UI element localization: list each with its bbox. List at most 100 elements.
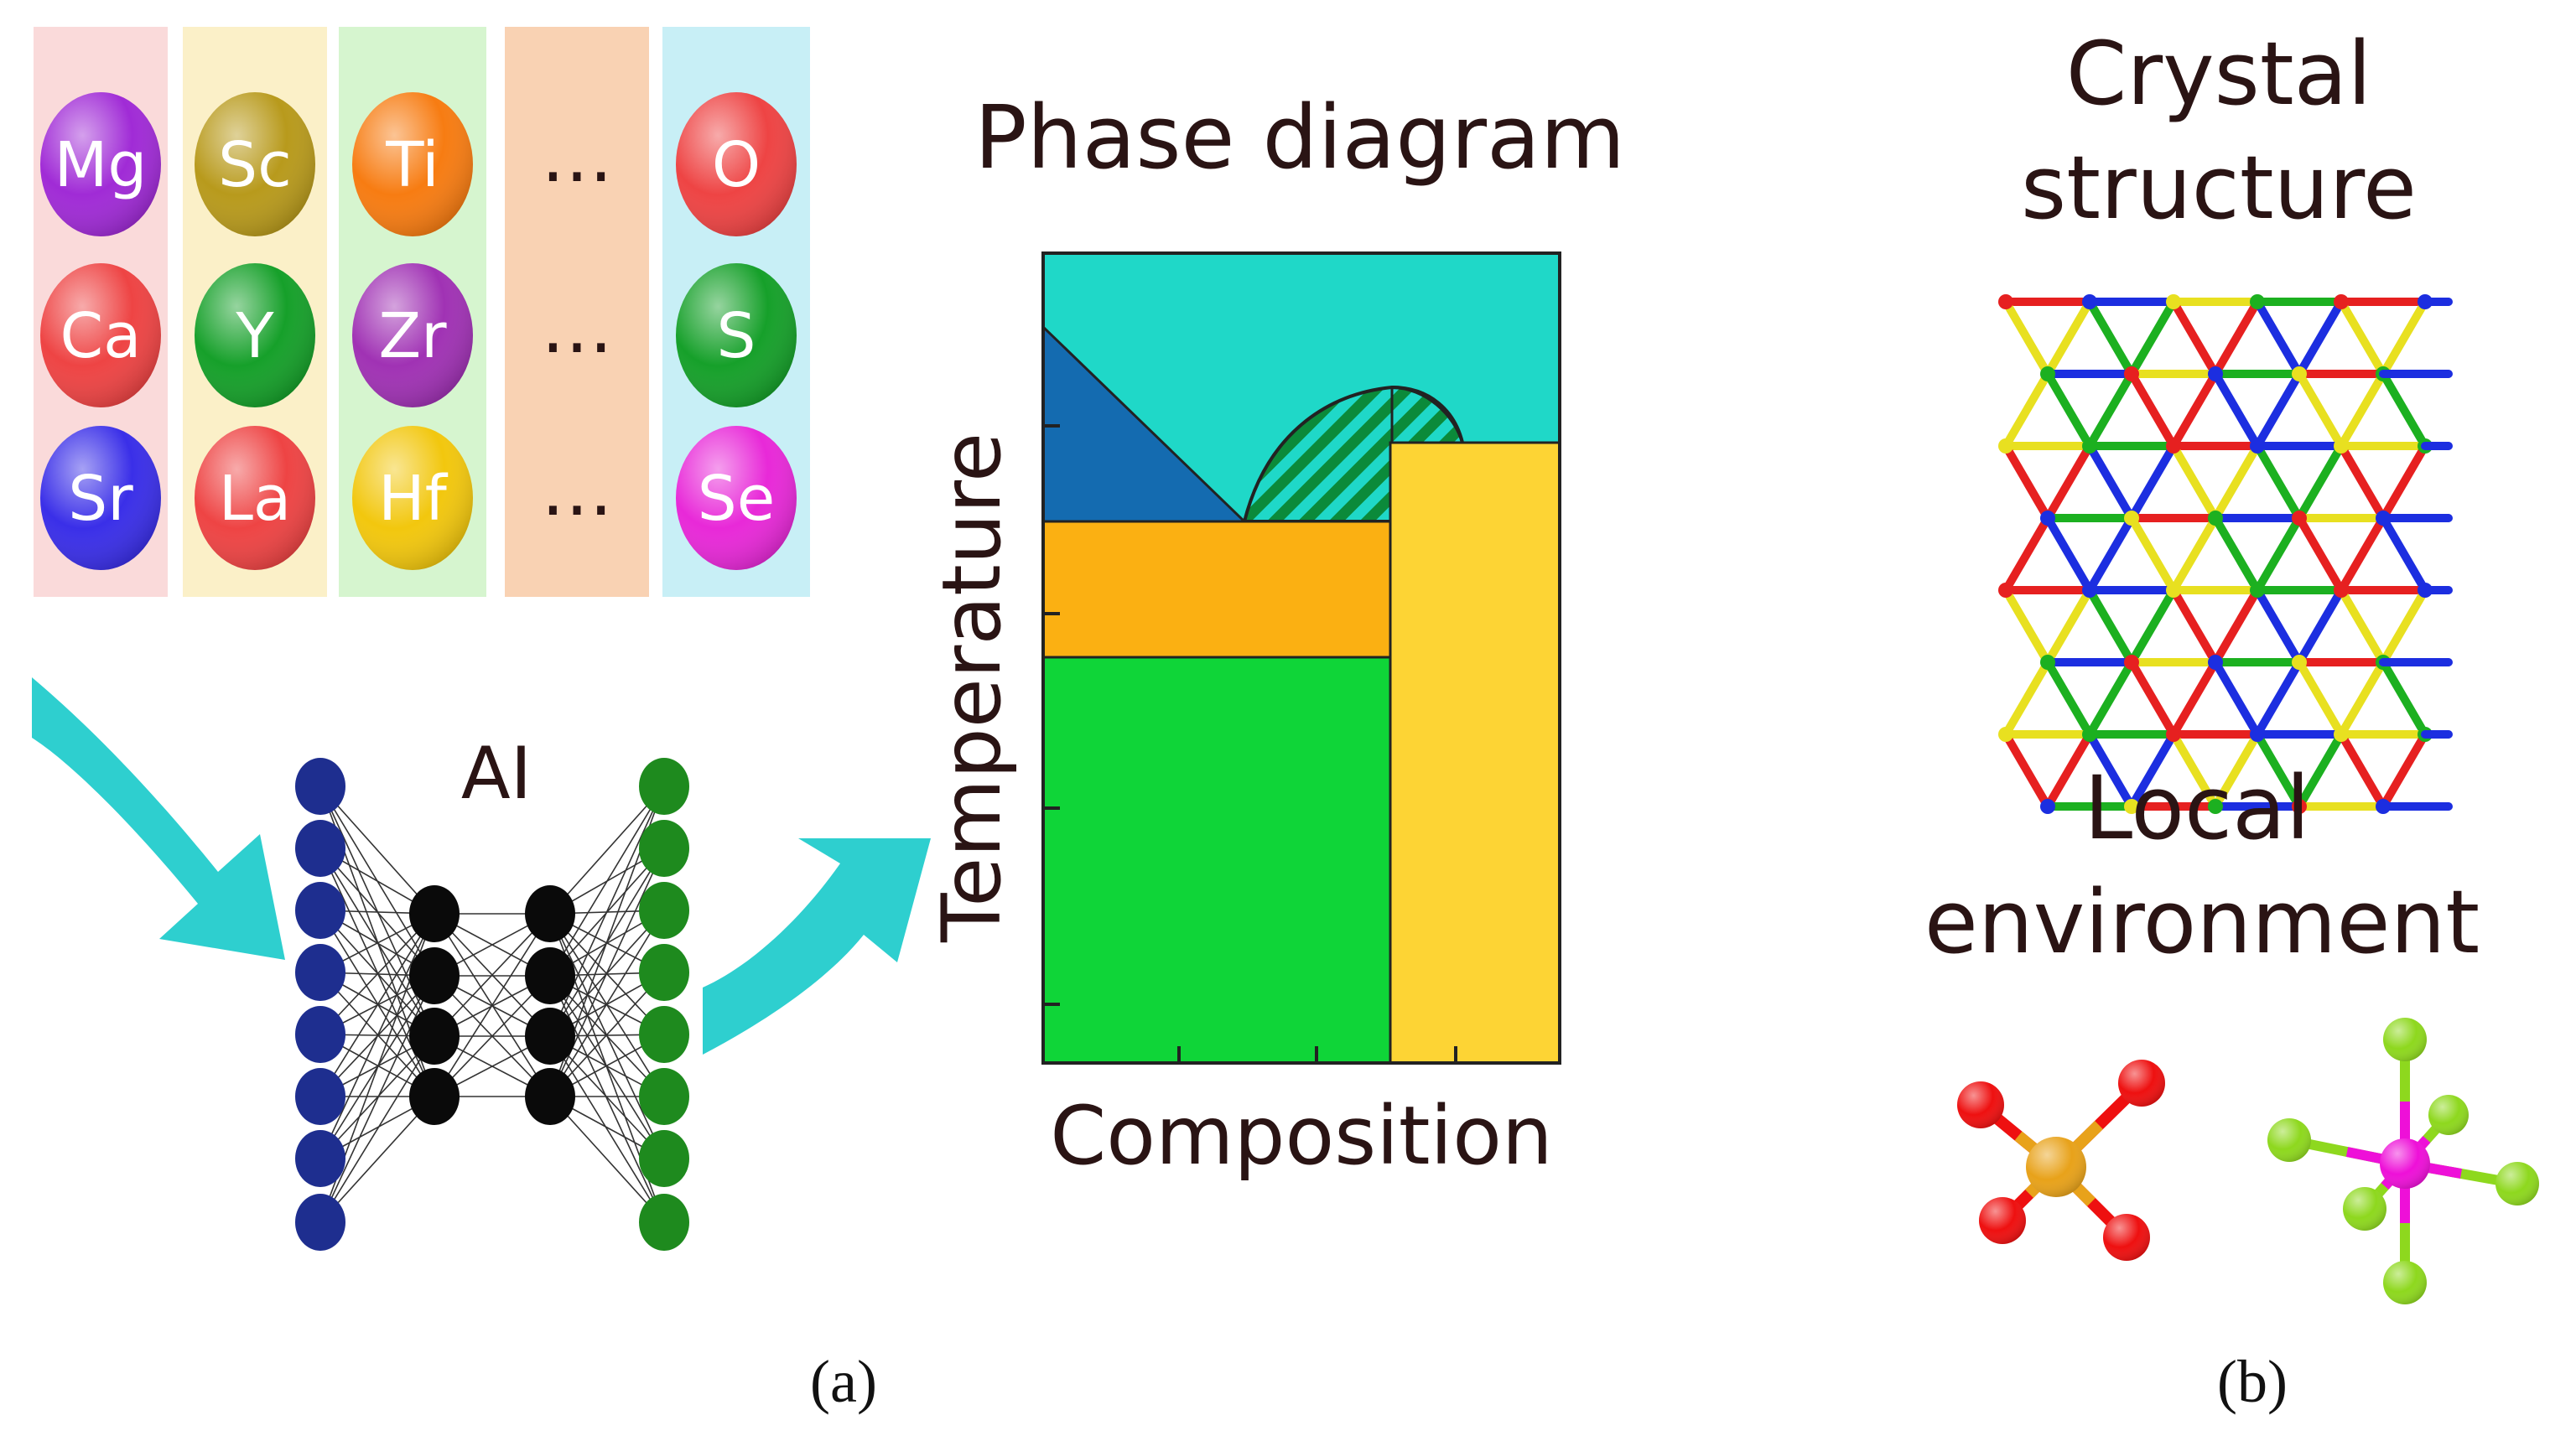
hidden-node bbox=[409, 885, 460, 942]
hidden-node bbox=[525, 947, 575, 1004]
input-node bbox=[295, 1194, 345, 1251]
ellipsis: … bbox=[541, 448, 613, 532]
input-node bbox=[295, 820, 345, 877]
lattice-atom bbox=[2208, 366, 2223, 381]
lattice-atom bbox=[2292, 511, 2307, 526]
lattice-atom bbox=[2250, 438, 2265, 454]
element-group-column bbox=[505, 27, 649, 597]
lattice-atom bbox=[2166, 294, 2181, 309]
element-symbol: Hf bbox=[378, 463, 449, 535]
lattice-atom bbox=[2208, 655, 2223, 670]
hidden-node bbox=[409, 947, 460, 1004]
element-symbol: Ti bbox=[385, 129, 439, 201]
hidden-node bbox=[525, 885, 575, 942]
output-node bbox=[639, 758, 689, 815]
lattice-atom bbox=[2292, 655, 2307, 670]
x-axis-label: Composition bbox=[1050, 1089, 1553, 1183]
lattice-atom bbox=[2166, 583, 2181, 598]
lattice-atom bbox=[2124, 655, 2139, 670]
lattice-atom bbox=[2292, 799, 2307, 814]
element-symbol: Zr bbox=[378, 300, 447, 372]
output-node bbox=[639, 882, 689, 939]
crystal-title-line2: structure bbox=[2021, 137, 2417, 239]
orange-region bbox=[1041, 520, 1392, 659]
lattice-atom bbox=[2124, 366, 2139, 381]
lattice-atom bbox=[1998, 727, 2013, 742]
input-node bbox=[295, 944, 345, 1001]
hidden-node bbox=[409, 1008, 460, 1065]
local-title-line1: Local bbox=[2084, 757, 2310, 859]
lattice-atom bbox=[2250, 583, 2265, 598]
output-node bbox=[639, 1194, 689, 1251]
lattice-atom bbox=[2124, 511, 2139, 526]
hidden-node bbox=[409, 1068, 460, 1125]
element-symbol: Y bbox=[235, 300, 274, 372]
ellipsis: … bbox=[541, 115, 613, 199]
input-node bbox=[295, 1068, 345, 1125]
hidden-node bbox=[525, 1068, 575, 1125]
plot-frame bbox=[1041, 251, 1561, 1065]
element-symbol: S bbox=[717, 300, 756, 372]
output-node bbox=[639, 1068, 689, 1125]
network-connections bbox=[319, 785, 665, 1223]
neural-network bbox=[295, 758, 689, 1251]
output-node bbox=[639, 1130, 689, 1187]
lattice-atom bbox=[2334, 583, 2349, 598]
input-node bbox=[295, 882, 345, 939]
ellipsis: … bbox=[541, 286, 613, 370]
crystal-lattice bbox=[1998, 294, 2453, 814]
output-arrow bbox=[703, 838, 931, 1055]
lattice-atom bbox=[2082, 294, 2097, 309]
lattice-atom bbox=[2040, 366, 2055, 381]
octahedral-environment bbox=[2267, 1018, 2539, 1304]
lattice-atom bbox=[2292, 366, 2307, 381]
lattice-atom bbox=[2334, 438, 2349, 454]
lattice-atom bbox=[2082, 727, 2097, 742]
y-axis-label: Temperature bbox=[925, 433, 1019, 943]
ai-label: AI bbox=[461, 732, 532, 816]
lattice-atom bbox=[2082, 438, 2097, 454]
lattice-atom bbox=[2208, 799, 2223, 814]
lattice-atom bbox=[2166, 727, 2181, 742]
element-symbol: Sr bbox=[68, 463, 133, 535]
hatched-cap bbox=[1391, 386, 1464, 443]
tetrahedral-environment bbox=[1957, 1060, 2165, 1261]
lattice-atom bbox=[2334, 727, 2349, 742]
output-node bbox=[639, 944, 689, 1001]
phase-diagram bbox=[1041, 251, 1561, 1065]
output-node bbox=[639, 820, 689, 877]
element-symbol: Sc bbox=[218, 129, 292, 201]
input-node bbox=[295, 1006, 345, 1063]
output-node bbox=[639, 1006, 689, 1063]
lattice-atom bbox=[2040, 655, 2055, 670]
element-symbol: La bbox=[219, 463, 292, 535]
lattice-atom bbox=[1998, 438, 2013, 454]
lattice-atom bbox=[2250, 727, 2265, 742]
hidden-node bbox=[525, 1008, 575, 1065]
lattice-atom bbox=[2208, 511, 2223, 526]
lattice-atom bbox=[2334, 294, 2349, 309]
crystal-title-line1: Crystal bbox=[2066, 23, 2372, 125]
input-node bbox=[295, 1130, 345, 1187]
element-symbol: Se bbox=[698, 463, 776, 535]
caption-b: (b) bbox=[2217, 1348, 2288, 1415]
element-symbol: Mg bbox=[55, 129, 148, 201]
local-title-line2: environment bbox=[1924, 871, 2480, 973]
lattice-atom bbox=[1998, 294, 2013, 309]
input-arrow bbox=[32, 677, 285, 960]
axis-ticks bbox=[1043, 424, 1457, 1063]
caption-a: (a) bbox=[810, 1348, 877, 1415]
green-region bbox=[1041, 656, 1392, 1065]
element-symbol: Ca bbox=[60, 300, 141, 372]
lattice-atom bbox=[1998, 583, 2013, 598]
lattice-atom bbox=[2040, 799, 2055, 814]
input-node bbox=[295, 758, 345, 815]
lattice-atom bbox=[2166, 438, 2181, 454]
element-symbol: O bbox=[712, 129, 761, 201]
lattice-atom bbox=[2040, 511, 2055, 526]
yellow-region bbox=[1389, 441, 1561, 1065]
lattice-atom bbox=[2250, 294, 2265, 309]
